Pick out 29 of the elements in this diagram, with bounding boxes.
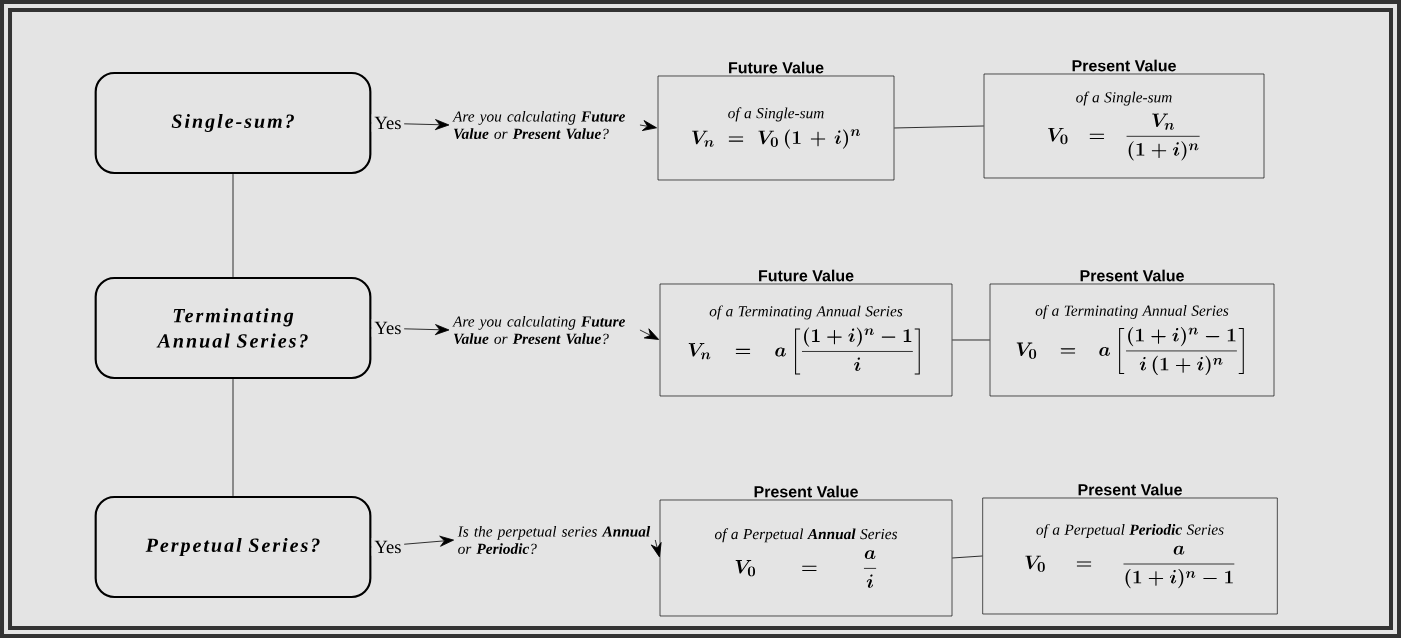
edge-label: Yes <box>371 114 405 132</box>
connector-line <box>951 555 983 559</box>
formula-box: of a Terminating Annual Series $V_0 \;=\; a\left[\frac{(1+i)^n - 1}{i\,(1+i)^n}\right]$ <box>989 283 1275 397</box>
decision-box: Single-sum? <box>94 71 372 175</box>
question-text: Are you calculating Future Value or Present Value? <box>452 315 625 345</box>
formula-box: of a Single-sum $V_0 = \frac{V_n}{(1+i)^n}$ <box>983 73 1265 179</box>
heading-text: Present Value <box>1072 59 1176 72</box>
connector-line <box>232 378 234 497</box>
connector-line <box>232 173 234 278</box>
connector-line <box>893 125 985 129</box>
heading-text: Present Value <box>1078 483 1182 496</box>
arrow <box>650 539 662 558</box>
connector-line <box>951 339 991 341</box>
formula-box: of a Perpetual Annual Series $V_0 \;=\; \frac{a}{i}$ <box>659 499 953 617</box>
question-text: Are you calculating Future Value or Present Value? <box>452 110 625 140</box>
decision-box: Terminating Annual Series? <box>94 276 372 380</box>
edge-label: Yes <box>371 319 405 337</box>
formula-box: of a Terminating Annual Series $V_n \;=\; a\left[\frac{(1+i)^n - 1}{i}\right]$ <box>659 283 953 397</box>
formula-box: of a Single-sum $V_n = V_0\,(1+i)^n$ <box>657 75 895 181</box>
formula-box: of a Perpetual Periodic Series $V_0 \;=\; \frac{a}{(1+i)^n - 1}$ <box>982 497 1278 615</box>
decision-box: Perpetual Series? <box>94 495 372 599</box>
arrow <box>639 120 657 131</box>
question-text: Is the perpetual series Annual or Periodic? <box>457 525 651 555</box>
heading-text: Present Value <box>754 485 858 498</box>
heading-text: Present Value <box>1080 269 1184 282</box>
edge-label: Yes <box>371 538 405 556</box>
heading-text: Future Value <box>729 61 824 74</box>
heading-text: Future Value <box>759 269 854 282</box>
arrow <box>639 328 660 340</box>
